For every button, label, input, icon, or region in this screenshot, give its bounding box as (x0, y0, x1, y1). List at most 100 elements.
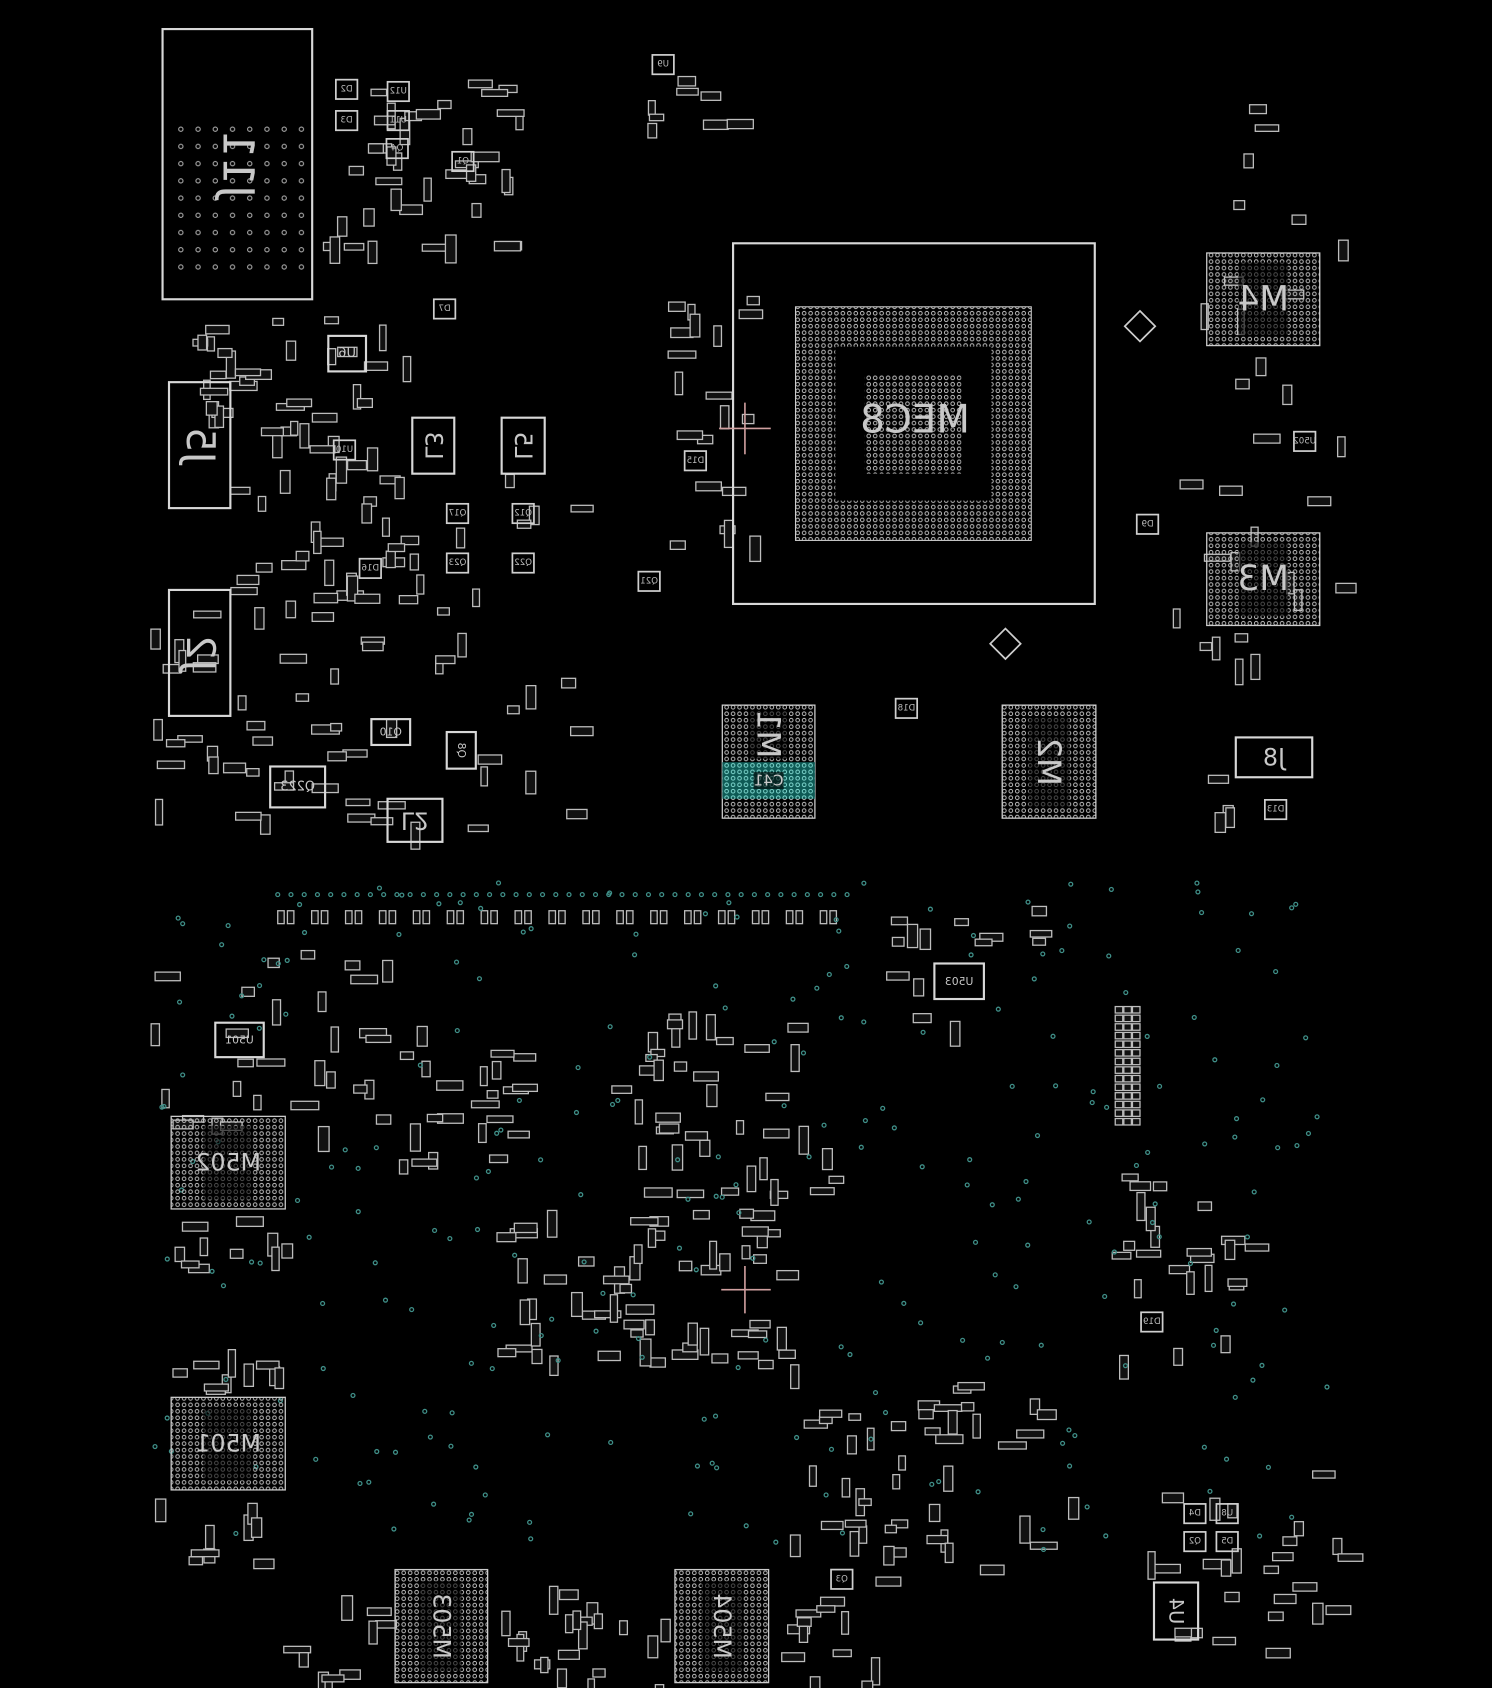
smd-component[interactable] (1336, 436, 1346, 458)
smd-component[interactable] (647, 1635, 659, 1659)
u501-outline[interactable] (214, 1021, 265, 1059)
smd-component[interactable] (273, 782, 295, 791)
smd-component[interactable] (513, 1053, 537, 1062)
smd-component[interactable] (343, 242, 365, 251)
smd-component[interactable] (344, 910, 353, 925)
smd-component[interactable] (435, 655, 456, 665)
smd-component[interactable] (1129, 1181, 1152, 1192)
smd-component[interactable] (912, 1013, 932, 1024)
smd-component[interactable] (671, 1025, 681, 1048)
smd-component[interactable] (188, 1556, 204, 1566)
smd-component[interactable] (556, 1668, 568, 1688)
smd-component[interactable] (1147, 1551, 1156, 1580)
smd-component[interactable] (1151, 1563, 1182, 1574)
smd-component[interactable] (281, 560, 307, 571)
smd-component[interactable] (206, 336, 216, 352)
smd-component[interactable] (325, 1071, 336, 1089)
smd-component[interactable] (354, 910, 363, 925)
smd-component[interactable] (222, 762, 247, 774)
smd-component[interactable] (507, 1637, 530, 1647)
smd-component[interactable] (593, 1613, 604, 1630)
smd-component[interactable] (367, 143, 384, 154)
part-d16[interactable] (358, 557, 382, 579)
smd-component[interactable] (750, 1210, 776, 1222)
smd-component[interactable] (667, 350, 697, 359)
smd-component[interactable] (928, 1503, 941, 1523)
smd-component[interactable] (557, 1649, 581, 1660)
smd-component[interactable] (1199, 641, 1213, 652)
smd-component[interactable] (470, 1100, 500, 1109)
smd-component[interactable] (465, 164, 477, 182)
smd-component[interactable] (944, 1542, 954, 1564)
smd-component[interactable] (507, 1130, 530, 1139)
smd-component[interactable] (354, 593, 381, 604)
smd-component[interactable] (778, 1349, 796, 1360)
smd-component[interactable] (790, 1364, 800, 1390)
smd-component[interactable] (1273, 1593, 1297, 1605)
smd-component[interactable] (676, 1189, 705, 1199)
smd-component[interactable] (277, 910, 285, 925)
smd-component[interactable] (1291, 214, 1307, 225)
smd-component[interactable] (819, 1596, 846, 1607)
smd-component[interactable] (890, 916, 909, 926)
smd-component[interactable] (437, 99, 452, 110)
smd-component[interactable] (250, 1517, 263, 1538)
smd-component[interactable] (1227, 1278, 1248, 1287)
smd-component[interactable] (960, 1401, 975, 1412)
smd-component[interactable] (199, 1237, 209, 1257)
smd-component[interactable] (310, 910, 319, 925)
smd-component[interactable] (309, 445, 336, 454)
smd-component[interactable] (744, 1044, 770, 1053)
smd-component[interactable] (723, 519, 734, 549)
smd-component[interactable] (979, 1564, 1005, 1576)
smd-component[interactable] (172, 1368, 188, 1378)
smd-component[interactable] (1292, 1582, 1318, 1592)
smd-component[interactable] (549, 1355, 559, 1377)
smd-component[interactable] (295, 693, 310, 702)
smd-component[interactable] (352, 383, 362, 410)
smd-component[interactable] (546, 1209, 558, 1238)
smd-component[interactable] (785, 910, 794, 925)
smd-component[interactable] (311, 612, 335, 623)
smd-component[interactable] (639, 1338, 652, 1367)
smd-component[interactable] (1204, 1264, 1213, 1293)
smd-component[interactable] (1190, 1627, 1203, 1639)
smd-component[interactable] (1244, 1243, 1270, 1252)
smd-component[interactable] (496, 109, 525, 118)
q223-outline[interactable] (269, 765, 327, 809)
smd-component[interactable] (1220, 1335, 1231, 1354)
smd-component[interactable] (378, 910, 387, 925)
smd-component[interactable] (808, 1465, 817, 1487)
smd-component[interactable] (415, 108, 442, 120)
smd-component[interactable] (687, 1322, 698, 1346)
smd-component[interactable] (314, 1060, 326, 1087)
smd-component[interactable] (647, 100, 656, 116)
smd-component[interactable] (891, 1519, 909, 1529)
smd-component[interactable] (335, 456, 348, 484)
smd-component[interactable] (1016, 1429, 1045, 1439)
smd-component[interactable] (326, 477, 337, 501)
smd-component[interactable] (398, 1159, 409, 1175)
smd-component[interactable] (267, 957, 280, 969)
smd-component[interactable] (199, 387, 229, 396)
smd-component[interactable] (818, 1409, 843, 1418)
smd-component[interactable] (313, 592, 339, 604)
smd-component[interactable] (209, 370, 227, 380)
smd-component[interactable] (252, 736, 274, 746)
smd-component[interactable] (1212, 1636, 1237, 1646)
smd-component[interactable] (1211, 636, 1221, 661)
part-q1[interactable] (451, 150, 475, 173)
smd-component[interactable] (1209, 1497, 1221, 1521)
smd-component[interactable] (809, 1187, 835, 1196)
part-d19[interactable] (1140, 1311, 1164, 1333)
smd-component[interactable] (356, 397, 373, 409)
smd-component[interactable] (570, 504, 594, 513)
mec8-outline[interactable] (732, 242, 1096, 606)
smd-component[interactable] (1186, 1271, 1195, 1295)
smd-component[interactable] (422, 910, 431, 925)
diamond-component[interactable] (988, 627, 1022, 661)
smd-component[interactable] (246, 720, 266, 731)
smd-component[interactable] (582, 910, 591, 925)
smd-component[interactable] (1029, 1541, 1058, 1550)
part-q22[interactable] (511, 552, 535, 574)
